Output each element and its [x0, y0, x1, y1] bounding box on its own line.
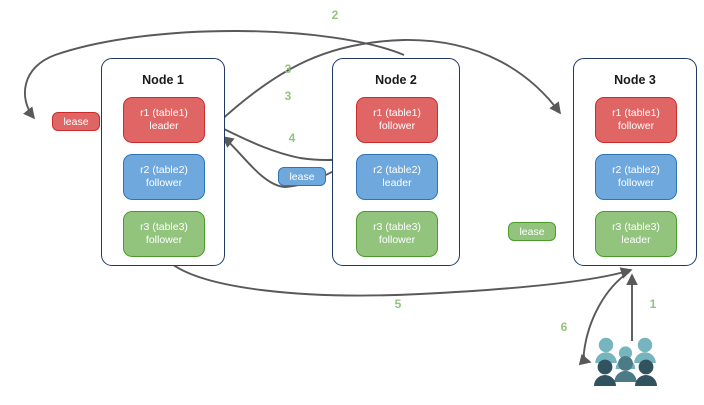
step-number-6: 6 — [560, 320, 568, 334]
replica-name: r2 (table2) — [140, 164, 188, 176]
step-number-1: 1 — [649, 297, 657, 311]
step-number-4: 4 — [288, 131, 296, 145]
replica-name: r1 (table1) — [140, 107, 188, 119]
replica-node2-r1[interactable]: r1 (table1) follower — [356, 97, 438, 143]
node-title-3: Node 3 — [614, 73, 656, 87]
arrow-step-5 — [171, 263, 633, 297]
replica-node2-r2[interactable]: r2 (table2) leader — [356, 154, 438, 200]
node-container-2[interactable]: Node 2 r1 (table1) follower r2 (table2) … — [332, 58, 460, 266]
node-title-1: Node 1 — [142, 73, 184, 87]
replica-role: follower — [145, 177, 183, 189]
step-number-2: 2 — [331, 8, 339, 22]
step-number-3-upper: 3 — [284, 62, 292, 76]
lease-badge-green[interactable]: lease — [508, 222, 556, 241]
replica-name: r3 (table3) — [373, 221, 421, 233]
replica-node1-r3[interactable]: r3 (table3) follower — [123, 211, 205, 257]
replica-role: follower — [617, 177, 655, 189]
replica-name: r2 (table2) — [612, 164, 660, 176]
lease-badge-blue[interactable]: lease — [278, 167, 326, 186]
replica-role: leader — [149, 120, 179, 132]
node-container-3[interactable]: Node 3 r1 (table1) follower r2 (table2) … — [573, 58, 697, 266]
lease-badge-red[interactable]: lease — [52, 112, 100, 131]
replica-name: r3 (table3) — [612, 221, 660, 233]
replica-node3-r3[interactable]: r3 (table3) leader — [595, 211, 677, 257]
replica-role: follower — [617, 120, 655, 132]
replica-node2-r3[interactable]: r3 (table3) follower — [356, 211, 438, 257]
replica-name: r1 (table1) — [612, 107, 660, 119]
replica-node3-r1[interactable]: r1 (table1) follower — [595, 97, 677, 143]
step-number-3-lower: 3 — [284, 89, 292, 103]
replica-role: follower — [378, 234, 416, 246]
users-group-icon — [592, 336, 660, 394]
replica-role: leader — [382, 177, 412, 189]
replica-node1-r2[interactable]: r2 (table2) follower — [123, 154, 205, 200]
replica-name: r3 (table3) — [140, 221, 188, 233]
replica-role: follower — [378, 120, 416, 132]
replica-role: follower — [145, 234, 183, 246]
arrow-step-3-to-node2 — [219, 126, 350, 166]
replica-name: r1 (table1) — [373, 107, 421, 119]
step-number-5: 5 — [394, 297, 402, 311]
replica-node3-r2[interactable]: r2 (table2) follower — [595, 154, 677, 200]
node-title-2: Node 2 — [375, 73, 417, 87]
replica-role: leader — [621, 234, 651, 246]
replica-name: r2 (table2) — [373, 164, 421, 176]
replica-node1-r1[interactable]: r1 (table1) leader — [123, 97, 205, 143]
node-container-1[interactable]: Node 1 r1 (table1) leader r2 (table2) fo… — [101, 58, 225, 266]
